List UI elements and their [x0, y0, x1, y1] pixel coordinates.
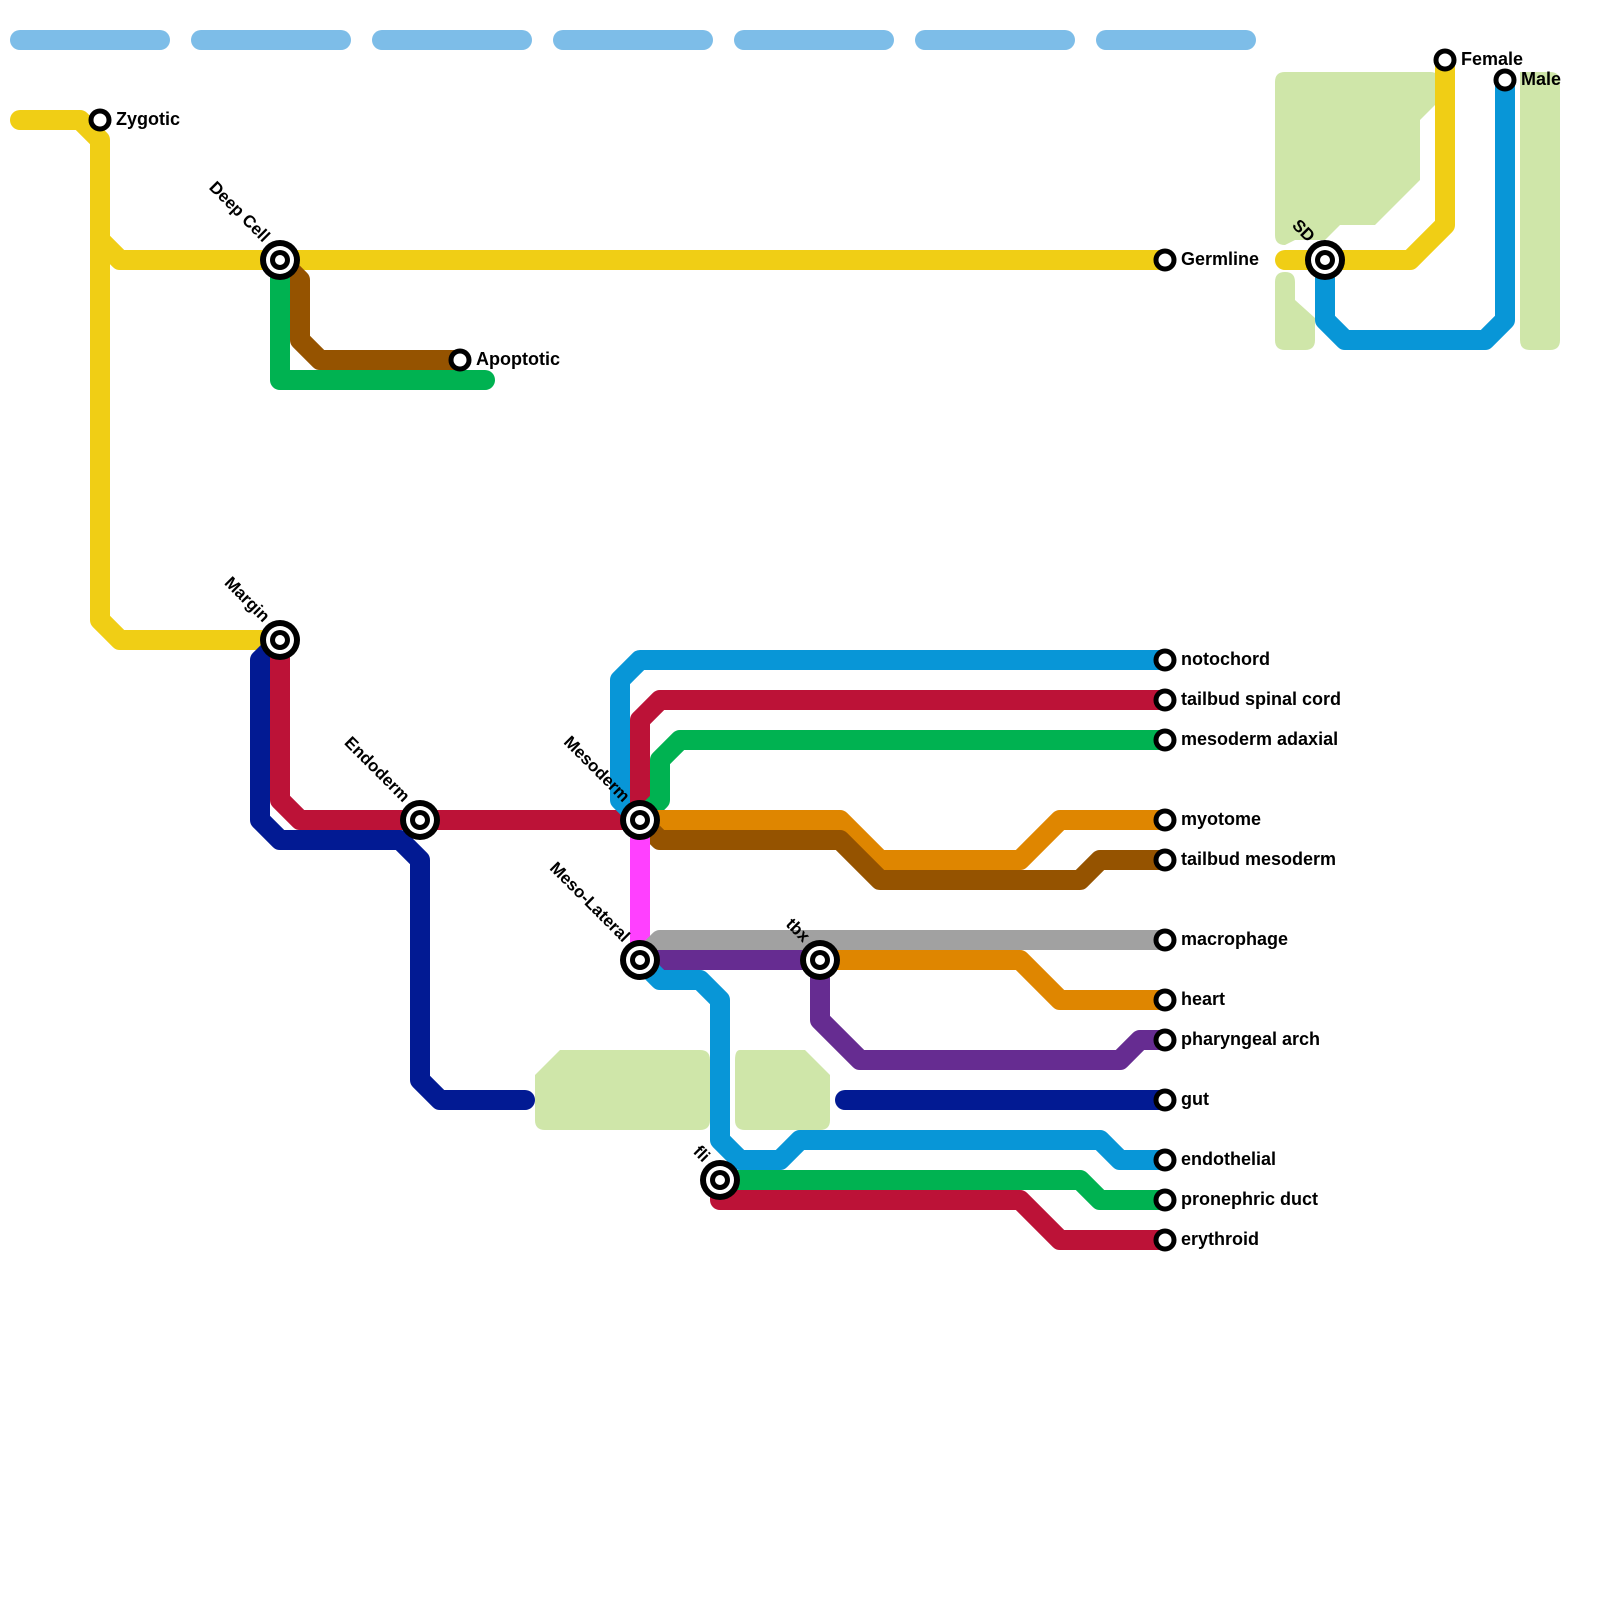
station-label-macrophage: macrophage	[1181, 929, 1288, 949]
station-label-apoptotic: Apoptotic	[476, 349, 560, 369]
station-gut[interactable]	[1153, 1088, 1177, 1112]
station-meso-lateral[interactable]	[620, 940, 660, 980]
station-pharyngeal-arch[interactable]	[1153, 1028, 1177, 1052]
station-label-female: Female	[1461, 49, 1523, 69]
route-lines	[10, 50, 1515, 1250]
green-line-pronephric	[710, 1170, 1175, 1210]
station-fli[interactable]	[700, 1160, 740, 1200]
orange-line-myotome	[630, 810, 1175, 870]
park-areas	[535, 72, 1560, 1130]
station-endothelial[interactable]	[1153, 1148, 1177, 1172]
station-label-heart: heart	[1181, 989, 1225, 1009]
station-label-meso-lateral: Meso-Lateral	[546, 858, 634, 946]
purple-line-pharyngeal	[810, 950, 1175, 1070]
yellow-line-female	[1275, 50, 1455, 270]
station-pronephric-duct[interactable]	[1153, 1188, 1177, 1212]
station-label-tailbud-spinal-cord: tailbud spinal cord	[1181, 689, 1341, 709]
station-tailbud-spinal-cord[interactable]	[1153, 688, 1177, 712]
station-label-pharyngeal-arch: pharyngeal arch	[1181, 1029, 1320, 1049]
station-label-myotome: myotome	[1181, 809, 1261, 829]
station-label-zygotic: Zygotic	[116, 109, 180, 129]
brown-line-apoptotic	[270, 250, 470, 370]
station-myotome[interactable]	[1153, 808, 1177, 832]
station-mesoderm[interactable]	[620, 800, 660, 840]
station-label-pronephric-duct: pronephric duct	[1181, 1189, 1318, 1209]
station-label-tailbud-mesoderm: tailbud mesoderm	[1181, 849, 1336, 869]
station-mesoderm-adaxial[interactable]	[1153, 728, 1177, 752]
station-sd[interactable]	[1305, 240, 1345, 280]
blue-line-male	[1315, 70, 1515, 350]
station-label-notochord: notochord	[1181, 649, 1270, 669]
park-area	[1275, 272, 1315, 350]
park-area	[535, 1050, 710, 1130]
crimson-line-margin	[270, 630, 650, 830]
crimson-line-spinal-cord	[630, 690, 1175, 830]
station-deep-cell[interactable]	[260, 240, 300, 280]
station-female[interactable]	[1433, 48, 1457, 72]
orange-line-heart	[810, 950, 1175, 1010]
station-label-mesoderm-adaxial: mesoderm adaxial	[1181, 729, 1338, 749]
park-area	[1520, 72, 1560, 350]
station-tbx[interactable]	[800, 940, 840, 980]
station-male[interactable]	[1493, 68, 1517, 92]
station-label-germline: Germline	[1181, 249, 1259, 269]
station-label-deep-cell: Deep Cell	[205, 178, 273, 246]
navy-line-endoderm	[250, 630, 535, 1110]
park-area	[735, 1050, 830, 1130]
station-label-endothelial: endothelial	[1181, 1149, 1276, 1169]
stations	[88, 48, 1517, 1252]
green-line-adaxial	[630, 730, 1175, 830]
brown-line-tailbud-mesoderm	[630, 810, 1175, 890]
station-label-endoderm: Endoderm	[341, 733, 414, 806]
station-label-erythroid: erythroid	[1181, 1229, 1259, 1249]
station-tailbud-mesoderm[interactable]	[1153, 848, 1177, 872]
yellow-line-margin	[90, 230, 290, 650]
station-margin[interactable]	[260, 620, 300, 660]
station-zygotic[interactable]	[88, 108, 112, 132]
station-apoptotic[interactable]	[448, 348, 472, 372]
green-line-deep-cell	[270, 250, 495, 390]
blue-line-endothelial	[630, 950, 1175, 1170]
yellow-line-germline	[10, 110, 1175, 270]
station-label-gut: gut	[1181, 1089, 1209, 1109]
station-heart[interactable]	[1153, 988, 1177, 1012]
station-germline[interactable]	[1153, 248, 1177, 272]
park-area	[1275, 72, 1440, 245]
station-erythroid[interactable]	[1153, 1228, 1177, 1252]
station-macrophage[interactable]	[1153, 928, 1177, 952]
station-label-margin: Margin	[221, 573, 274, 626]
station-label-male: Male	[1521, 69, 1561, 89]
station-label-fli: fli	[689, 1142, 713, 1166]
station-endoderm[interactable]	[400, 800, 440, 840]
station-notochord[interactable]	[1153, 648, 1177, 672]
